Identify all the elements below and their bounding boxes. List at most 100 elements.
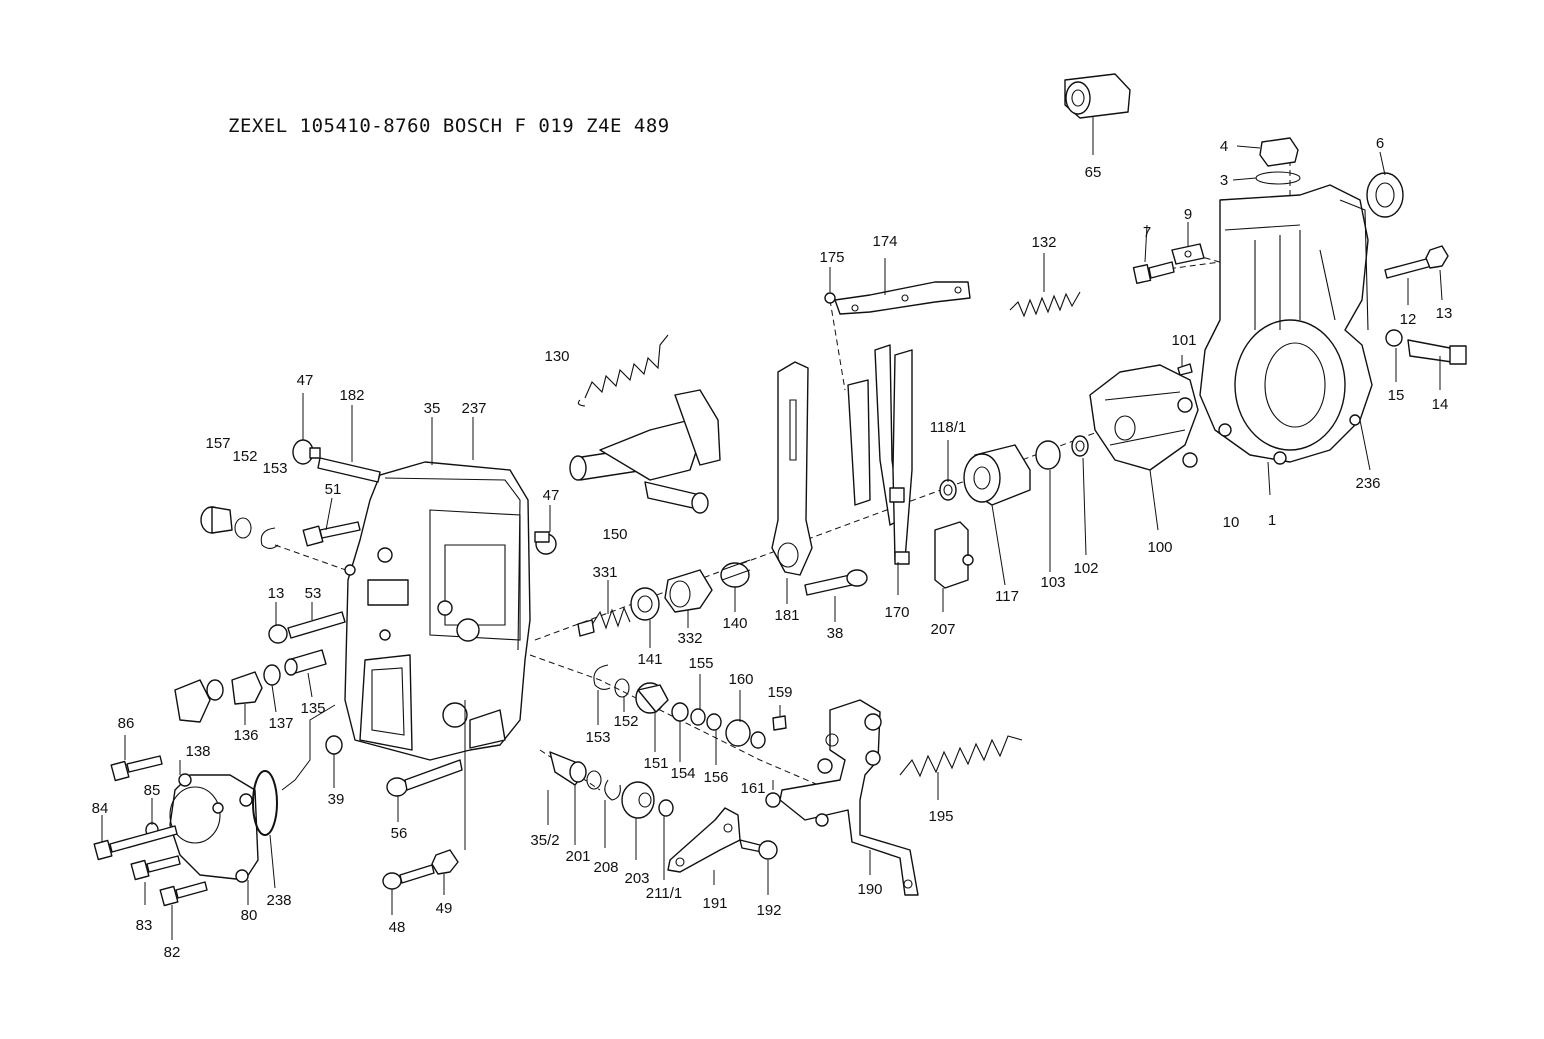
label-203: 203 [624, 870, 649, 887]
part-181-lever [771, 361, 813, 576]
part-39-nut [325, 735, 343, 755]
label-39: 39 [328, 791, 345, 808]
label-152-right: 152 [613, 713, 638, 730]
label-181: 181 [774, 607, 799, 624]
part-100-flyweight [1089, 364, 1199, 471]
label-47-right: 47 [543, 487, 560, 504]
label-7: 7 [1143, 224, 1151, 241]
label-84: 84 [92, 800, 109, 817]
part-117-sleeve [963, 444, 1031, 506]
label-48: 48 [389, 919, 406, 936]
label-156: 156 [703, 769, 728, 786]
part-101-key [1177, 363, 1193, 376]
label-195: 195 [928, 808, 953, 825]
part-86-bolt [110, 755, 163, 782]
part-191-lever [667, 807, 741, 873]
label-100: 100 [1147, 539, 1172, 556]
part-182-pin [317, 457, 381, 483]
label-140: 140 [722, 615, 747, 632]
part-80-cover [169, 773, 259, 883]
label-151: 151 [643, 755, 668, 772]
label-237: 237 [461, 400, 486, 417]
label-153-left: 153 [262, 460, 287, 477]
label-136: 136 [233, 727, 258, 744]
label-35-2: 35/2 [530, 832, 559, 849]
part-118-1-washer [939, 479, 957, 501]
label-174: 174 [872, 233, 897, 250]
part-140-spring [720, 559, 751, 588]
part-207-block [934, 521, 974, 589]
part-137-washer [263, 664, 281, 686]
part-51-bolt [302, 521, 361, 547]
governor-housing [1199, 184, 1373, 465]
label-86: 86 [118, 715, 135, 732]
label-38: 38 [827, 625, 844, 642]
label-161: 161 [740, 780, 765, 797]
label-211-1: 211/1 [646, 885, 682, 902]
label-141: 141 [637, 651, 662, 668]
label-14: 14 [1432, 396, 1449, 413]
label-207: 207 [930, 621, 955, 638]
label-175: 175 [819, 249, 844, 266]
label-191: 191 [702, 895, 727, 912]
label-170: 170 [884, 604, 909, 621]
part-47-bolt-left [292, 439, 321, 465]
part-331-spring-rod [577, 606, 631, 637]
part-155-washer [690, 708, 706, 726]
part-195-spring [899, 735, 1023, 778]
label-80: 80 [241, 907, 258, 924]
label-53: 53 [305, 585, 322, 602]
part-332-adjusting-nut [664, 569, 713, 613]
label-332: 332 [677, 630, 702, 647]
label-82: 82 [164, 944, 181, 961]
part-211-1-washer [658, 799, 674, 817]
label-56: 56 [391, 825, 408, 842]
part-141-nut [630, 587, 660, 621]
part-192-bolt [739, 839, 778, 860]
label-47-left: 47 [297, 372, 314, 389]
part-156-washer [706, 713, 722, 731]
part-203-bush [621, 781, 655, 819]
part-238-o-ring [252, 770, 278, 836]
label-182: 182 [339, 387, 364, 404]
label-155: 155 [688, 655, 713, 672]
leader-lines [101, 117, 1443, 940]
label-154: 154 [670, 765, 695, 782]
label-152-left: 152 [232, 448, 257, 465]
part-151-bushing [635, 682, 669, 714]
label-83: 83 [136, 917, 153, 934]
part-130-spring [577, 334, 669, 407]
part-152-o-ring-right [614, 678, 630, 698]
part-13-nut-right [1425, 245, 1449, 269]
label-208: 208 [593, 859, 618, 876]
label-102: 102 [1073, 560, 1098, 577]
label-159: 159 [767, 684, 792, 701]
part-150-lever-shaft [569, 389, 721, 514]
label-13-right: 13 [1436, 305, 1453, 322]
label-117: 117 [995, 588, 1019, 605]
label-236: 236 [1355, 475, 1380, 492]
part-102-washer [1071, 435, 1089, 457]
part-83-bolt [130, 855, 181, 881]
label-157: 157 [205, 435, 230, 452]
part-15-washer [1385, 329, 1403, 347]
part-201-ring [586, 770, 602, 790]
part-14-bolt [1407, 339, 1467, 365]
part-48-bolt [382, 864, 435, 890]
part-152-o-ring-left [234, 517, 252, 539]
part-175-pin [824, 292, 836, 304]
part-38-bolt [804, 569, 868, 596]
part-9-plate [1171, 243, 1205, 265]
label-103: 103 [1040, 574, 1065, 591]
part-35-2-screw [549, 751, 587, 786]
label-15: 15 [1388, 387, 1405, 404]
label-12: 12 [1400, 311, 1417, 328]
part-157-plug [200, 506, 233, 534]
part-47-bolt-right [534, 531, 557, 555]
label-13-left: 13 [268, 585, 285, 602]
part-4-screw-plug [1255, 137, 1301, 185]
label-132: 132 [1031, 234, 1056, 251]
part-153-circlip-left [260, 527, 279, 550]
